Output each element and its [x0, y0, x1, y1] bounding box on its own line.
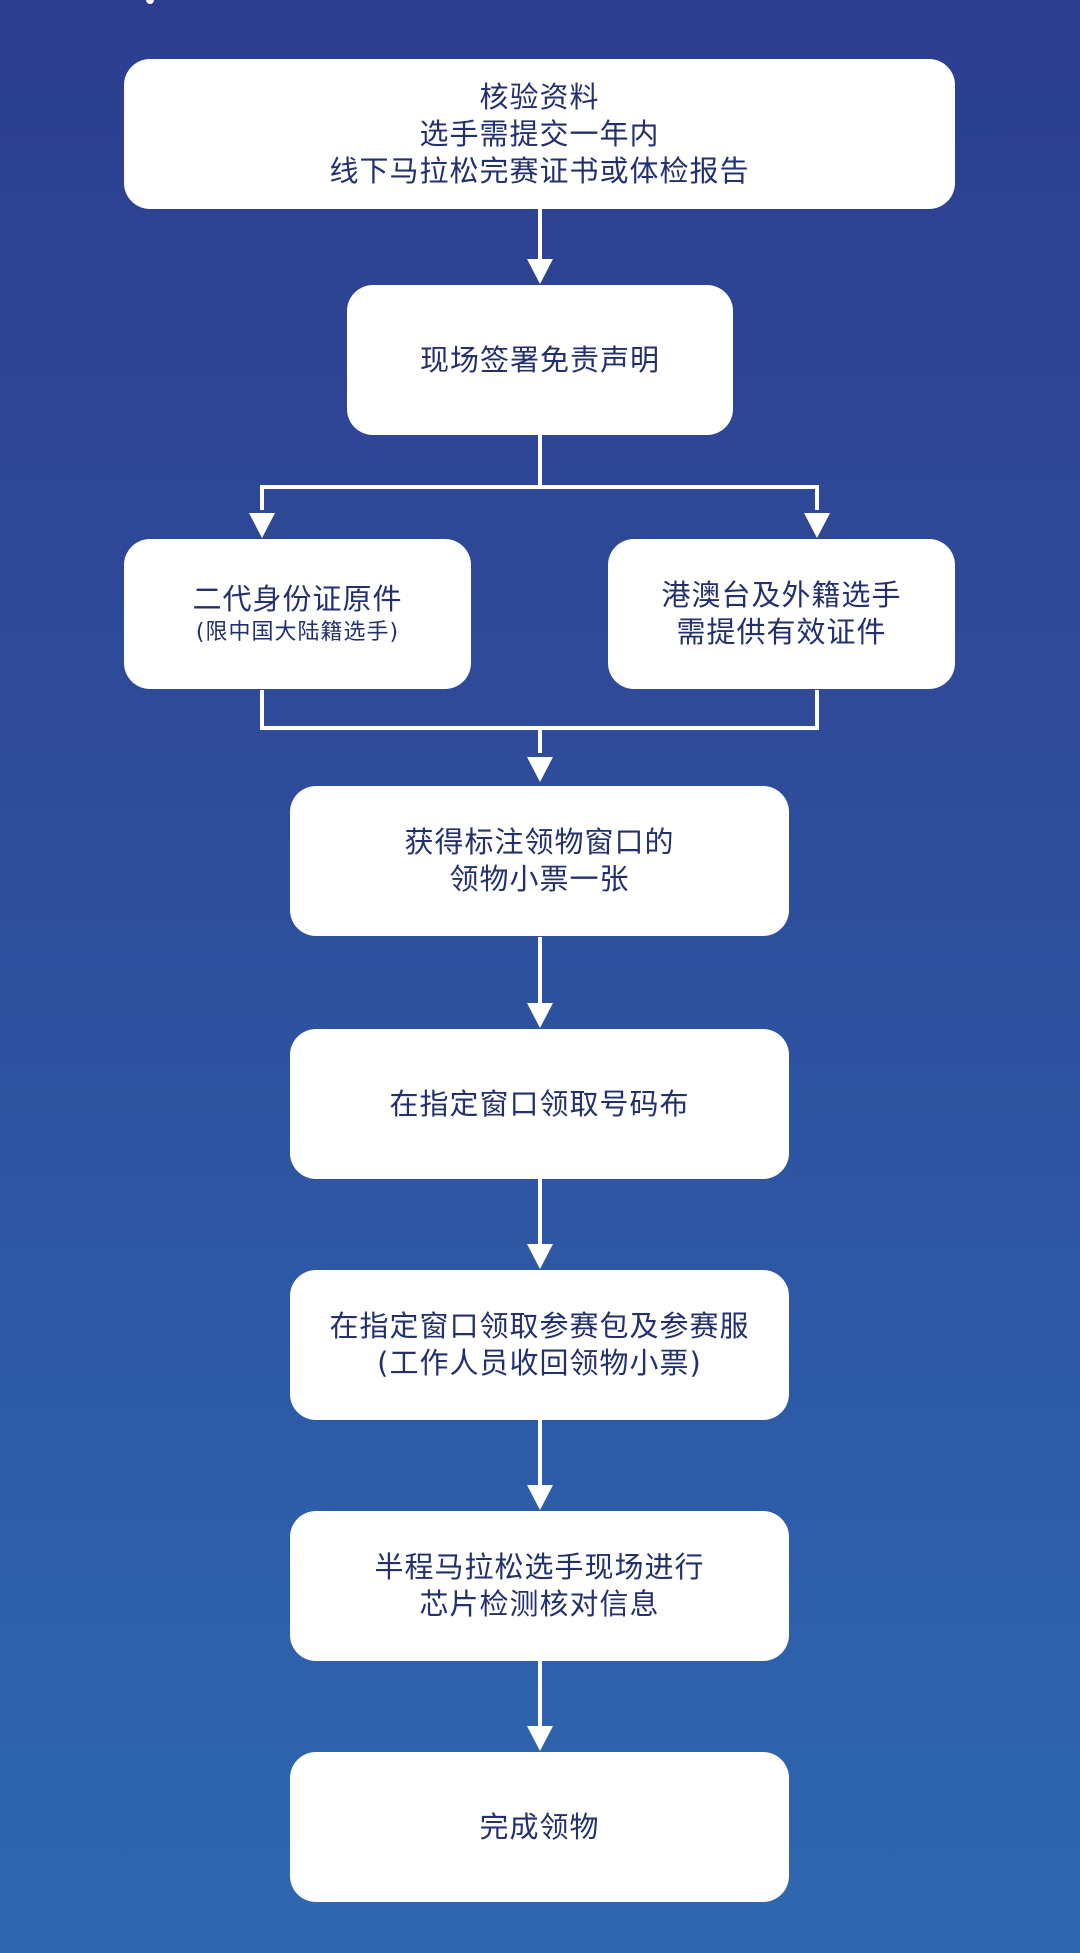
- done-line-1: 完成领物: [479, 1809, 600, 1844]
- foreign-id-line-2: 需提供有效证件: [676, 615, 887, 649]
- step-chip-check: 半程马拉松选手现场进行 芯片检测核对信息: [290, 1511, 789, 1661]
- arrowhead-foreign: [804, 513, 830, 538]
- arrowhead-waiver: [527, 259, 553, 284]
- connector-split-horizontal: [260, 485, 819, 510]
- chip-line-1: 半程马拉松选手现场进行: [374, 1550, 705, 1584]
- verify-line-2: 选手需提交一年内: [419, 116, 660, 151]
- chip-line-2: 芯片检测核对信息: [419, 1587, 660, 1621]
- step-mainland-id: 二代身份证原件 (限中国大陆籍选手): [124, 539, 471, 689]
- arrowhead-chip: [527, 1485, 553, 1510]
- step-collect-kit: 在指定窗口领取参赛包及参赛服 (工作人员收回领物小票): [290, 1270, 789, 1420]
- arrowhead-ticket: [527, 757, 553, 782]
- arrowhead-bib: [527, 1003, 553, 1028]
- step-sign-waiver: 现场签署免责声明: [347, 285, 733, 435]
- step-verify-documents: 核验资料 选手需提交一年内 线下马拉松完赛证书或体检报告: [124, 59, 955, 209]
- step-foreign-id: 港澳台及外籍选手 需提供有效证件: [608, 539, 955, 689]
- verify-line-1: 核验资料: [479, 79, 600, 114]
- arrowhead-kit: [527, 1244, 553, 1269]
- step-complete: 完成领物: [290, 1752, 789, 1902]
- step-collect-bib: 在指定窗口领取号码布: [290, 1029, 789, 1179]
- connector-merge: [260, 690, 819, 730]
- step-get-ticket: 获得标注领物窗口的 领物小票一张: [290, 786, 789, 936]
- top-edge-fragment: [146, 0, 154, 4]
- ticket-line-1: 获得标注领物窗口的: [404, 825, 675, 859]
- ticket-line-2: 领物小票一张: [449, 862, 630, 896]
- foreign-id-line-1: 港澳台及外籍选手: [661, 578, 902, 612]
- kit-line-2: (工作人员收回领物小票): [377, 1346, 702, 1380]
- kit-line-1: 在指定窗口领取参赛包及参赛服: [329, 1309, 750, 1343]
- verify-line-3: 线下马拉松完赛证书或体检报告: [329, 153, 750, 188]
- mainland-id-note: (限中国大陆籍选手): [195, 619, 400, 645]
- arrowhead-done: [527, 1726, 553, 1751]
- waiver-line-1: 现场签署免责声明: [419, 342, 660, 377]
- bib-line-1: 在指定窗口领取号码布: [389, 1086, 690, 1121]
- arrowhead-mainland: [249, 513, 275, 538]
- mainland-id-title: 二代身份证原件: [192, 581, 403, 616]
